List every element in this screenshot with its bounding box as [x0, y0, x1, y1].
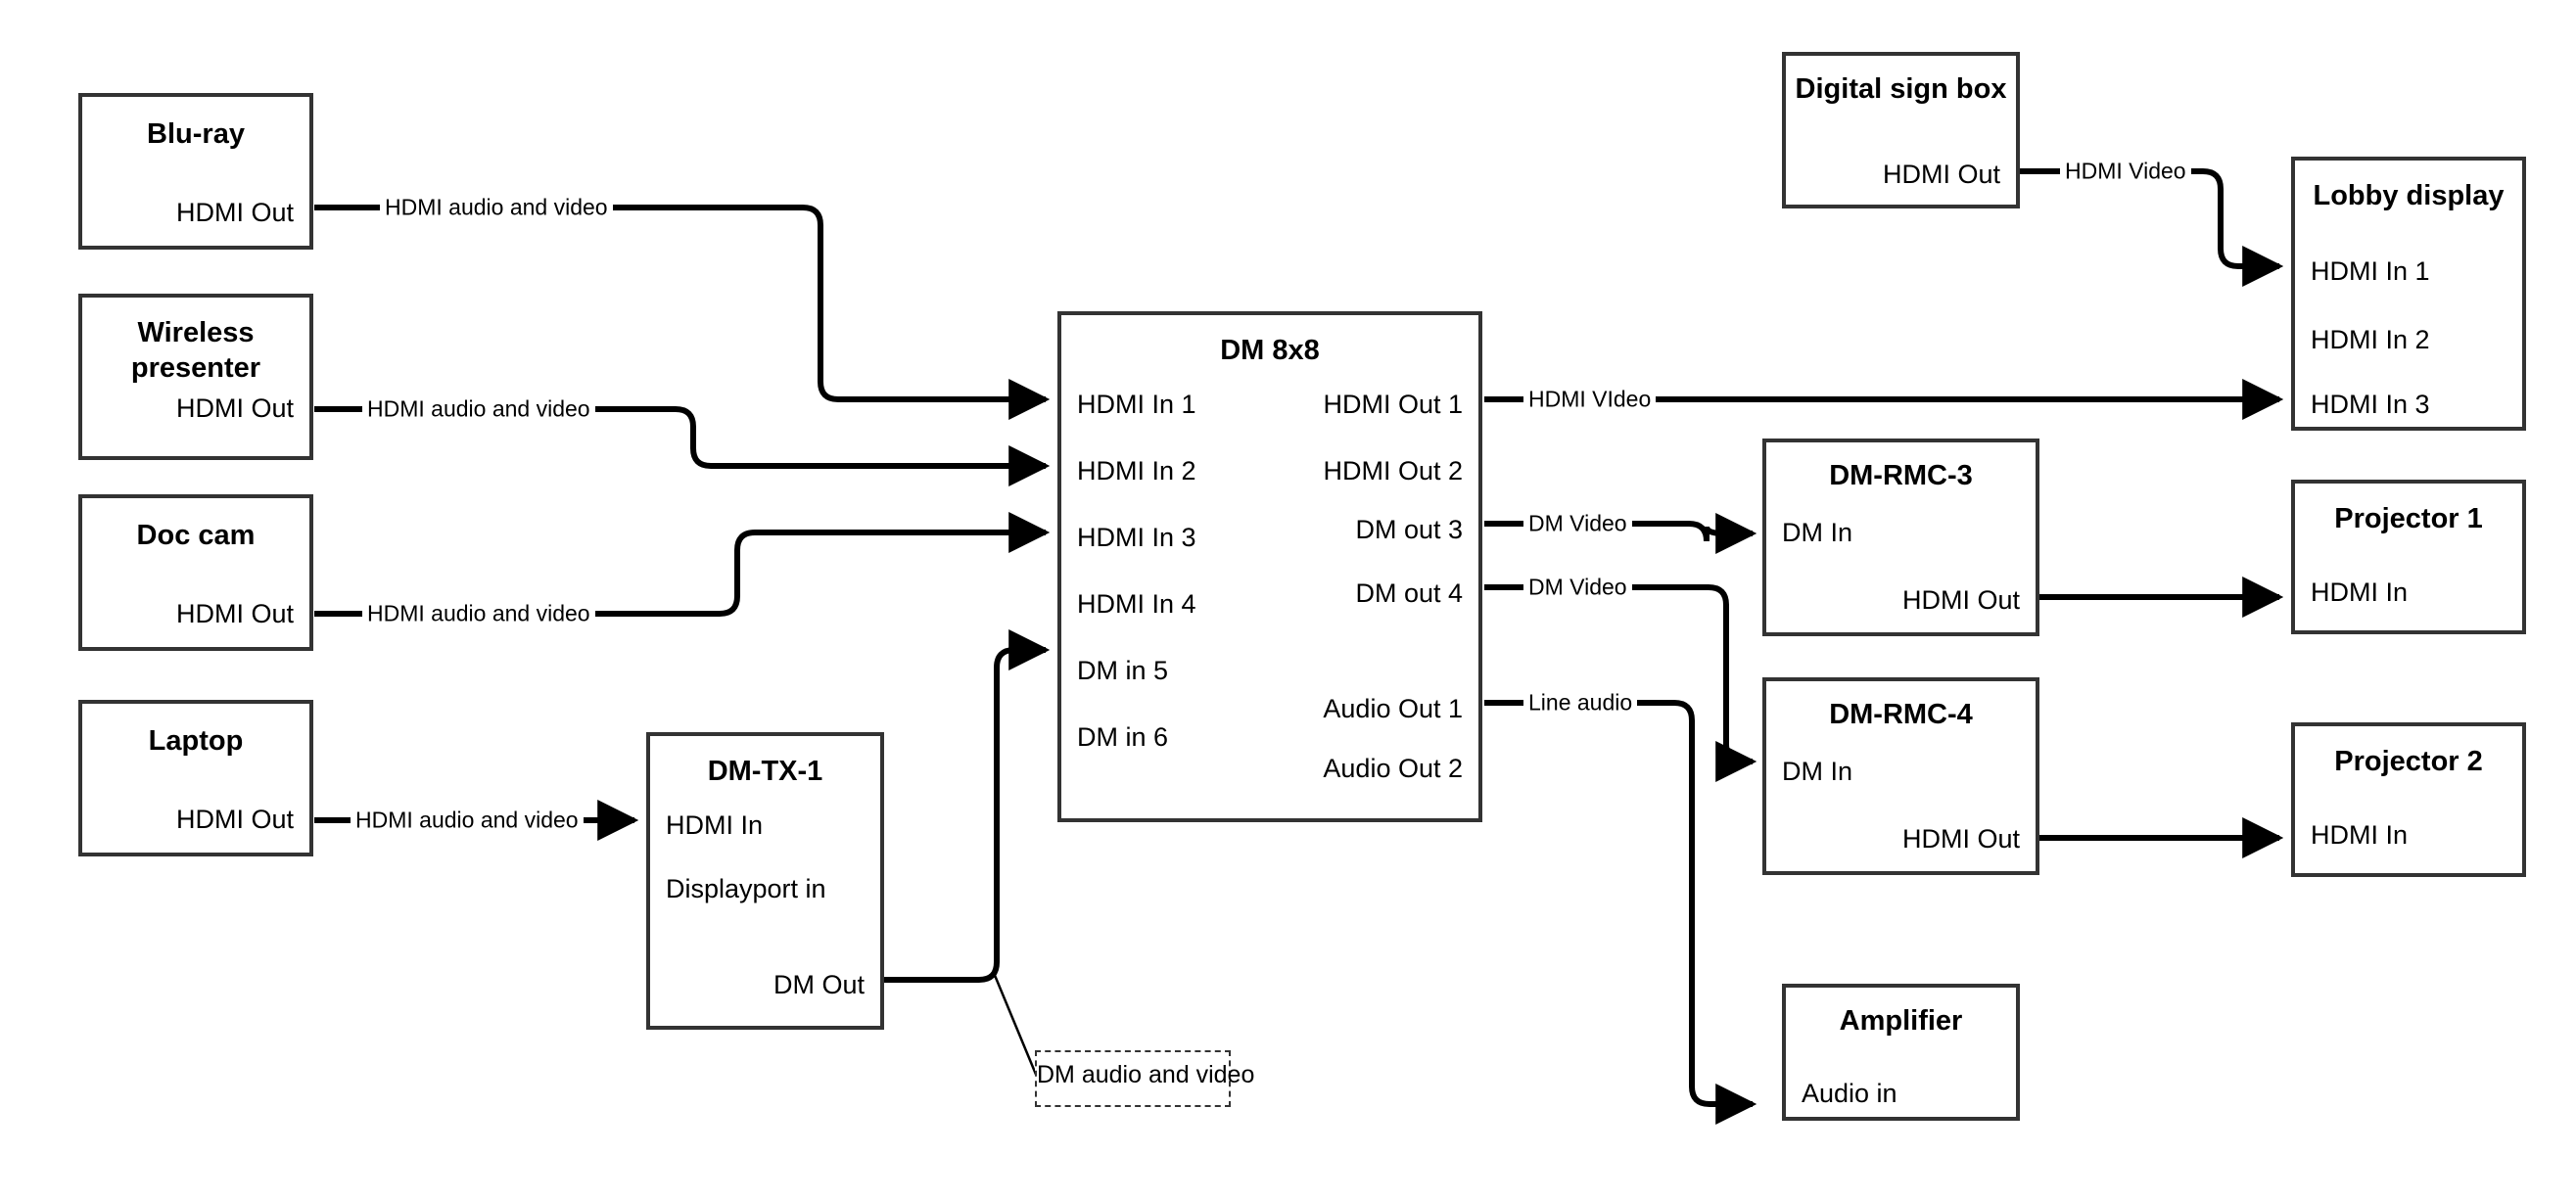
- node-projector-2-port-hdmi-in: HDMI In: [2311, 820, 2409, 850]
- node-lobby-display-port-hdmi-in-2: HDMI In 2: [2311, 325, 2430, 354]
- node-laptop-title: Laptop: [148, 725, 244, 757]
- node-wireless-presenter[interactable]: Wireless presenter HDMI Out: [78, 294, 313, 460]
- node-dm-tx-1[interactable]: DM-TX-1 HDMI In Displayport in DM Out: [646, 732, 884, 1030]
- node-digital-sign-box-port-hdmi-out: HDMI Out: [1882, 160, 2000, 189]
- callout-dm-audio-and-video: DM audio and video: [1035, 1050, 1255, 1107]
- node-dm-8x8-port-hdmi-in-1: HDMI In 1: [1077, 390, 1196, 419]
- node-amplifier[interactable]: Amplifier Audio in: [1782, 984, 2020, 1121]
- node-projector-1[interactable]: Projector 1 HDMI In: [2291, 480, 2526, 634]
- wire-label-sign-to-lobby: HDMI Video: [2060, 158, 2191, 185]
- node-projector-2[interactable]: Projector 2 HDMI In: [2291, 722, 2526, 877]
- node-wireless-presenter-port-hdmi-out: HDMI Out: [175, 393, 294, 423]
- node-lobby-display[interactable]: Lobby display HDMI In 1 HDMI In 2 HDMI I…: [2291, 157, 2526, 431]
- node-doc-cam[interactable]: Doc cam HDMI Out: [78, 494, 313, 651]
- wire-label-bluray-to-dm: HDMI audio and video: [380, 194, 613, 221]
- node-dm-8x8-port-audio-out-2: Audio Out 2: [1323, 754, 1463, 783]
- wire-dm-out4-to-rmc4-dm-in: [1484, 584, 1757, 782]
- node-dm-tx-1-port-hdmi-in: HDMI In: [666, 810, 764, 840]
- node-doc-cam-port-hdmi-out: HDMI Out: [175, 599, 294, 628]
- node-digital-sign-box[interactable]: Digital sign box HDMI Out: [1782, 52, 2020, 208]
- wire-dm-audioout1-to-amplifier: [1484, 700, 1757, 1125]
- wire-label-dm-audioout1: Line audio: [1523, 689, 1638, 716]
- wire-label-dm-out3: DM Video: [1523, 510, 1632, 537]
- node-laptop-port-hdmi-out: HDMI Out: [175, 805, 294, 834]
- node-amplifier-title: Amplifier: [1839, 1005, 1963, 1037]
- node-dm-8x8-title: DM 8x8: [1220, 335, 1320, 366]
- node-dm-8x8-port-hdmi-out-2: HDMI Out 2: [1323, 456, 1463, 485]
- node-dm-8x8-port-audio-out-1: Audio Out 1: [1323, 694, 1463, 723]
- node-dm-rmc-3-title: DM-RMC-3: [1829, 460, 1973, 491]
- wire-sign-to-lobby-hdmi-in-1: [2020, 168, 2284, 287]
- node-wireless-presenter-title: Wireless presenter: [130, 317, 261, 385]
- node-dm-rmc-3[interactable]: DM-RMC-3 DM In HDMI Out: [1762, 439, 2039, 636]
- node-projector-1-title: Projector 1: [2334, 503, 2483, 534]
- node-digital-sign-box-title: Digital sign box: [1795, 73, 2007, 105]
- node-lobby-display-port-hdmi-in-1: HDMI In 1: [2311, 256, 2430, 286]
- node-bluray[interactable]: Blu-ray HDMI Out: [78, 93, 313, 250]
- node-bluray-title: Blu-ray: [147, 118, 245, 150]
- node-dm-rmc-4[interactable]: DM-RMC-4 DM In HDMI Out: [1762, 677, 2039, 875]
- node-dm-8x8-port-dm-in-5: DM in 5: [1077, 656, 1169, 685]
- node-dm-rmc-4-port-hdmi-out: HDMI Out: [1901, 824, 2020, 854]
- node-dm-8x8[interactable]: DM 8x8 HDMI In 1 HDMI In 2 HDMI In 3 HDM…: [1057, 311, 1482, 822]
- node-dm-8x8-port-hdmi-in-4: HDMI In 4: [1077, 589, 1196, 619]
- node-lobby-display-port-hdmi-in-3: HDMI In 3: [2311, 390, 2430, 419]
- node-dm-tx-1-port-dm-out: DM Out: [773, 970, 865, 999]
- wire-dmtx1-to-dm-in-5: [884, 629, 1051, 983]
- node-dm-8x8-port-hdmi-out-1: HDMI Out 1: [1323, 390, 1463, 419]
- wire-label-dm-out4: DM Video: [1523, 574, 1632, 601]
- node-dm-8x8-port-dm-out-4: DM out 4: [1355, 578, 1463, 608]
- node-projector-1-port-hdmi-in: HDMI In: [2311, 577, 2409, 607]
- node-bluray-port-hdmi-out: HDMI Out: [175, 198, 294, 227]
- node-dm-rmc-4-title: DM-RMC-4: [1829, 699, 1973, 730]
- node-laptop[interactable]: Laptop HDMI Out: [78, 700, 313, 856]
- wire-label-wireless-to-dm: HDMI audio and video: [362, 395, 595, 423]
- callout-leader-line: [992, 972, 1039, 1078]
- node-lobby-display-title: Lobby display: [2313, 180, 2505, 211]
- node-amplifier-port-audio-in: Audio in: [1802, 1079, 1897, 1108]
- wire-label-laptop-to-dmtx1: HDMI audio and video: [351, 807, 584, 834]
- wire-label-dm-hdmiout1: HDMI VIdeo: [1523, 386, 1657, 413]
- node-projector-2-title: Projector 2: [2334, 746, 2483, 777]
- wire-label-doccam-to-dm: HDMI audio and video: [362, 600, 595, 627]
- node-dm-rmc-3-port-dm-in: DM In: [1782, 518, 1853, 547]
- node-dm-8x8-port-dm-in-6: DM in 6: [1077, 722, 1169, 752]
- callout-dm-audio-and-video-text: DM audio and video: [1037, 1061, 1255, 1088]
- node-dm-rmc-3-port-hdmi-out: HDMI Out: [1901, 585, 2020, 615]
- node-dm-8x8-port-hdmi-in-3: HDMI In 3: [1077, 523, 1196, 552]
- node-dm-8x8-port-dm-out-3: DM out 3: [1355, 515, 1463, 544]
- node-dm-rmc-4-port-dm-in: DM In: [1782, 757, 1853, 786]
- node-dm-tx-1-title: DM-TX-1: [707, 756, 823, 787]
- node-dm-8x8-port-hdmi-in-2: HDMI In 2: [1077, 456, 1196, 485]
- node-doc-cam-title: Doc cam: [136, 520, 256, 551]
- wire-bluray-to-dm-hdmi-in-1: [314, 205, 1051, 420]
- node-dm-tx-1-port-displayport-in: Displayport in: [666, 874, 826, 903]
